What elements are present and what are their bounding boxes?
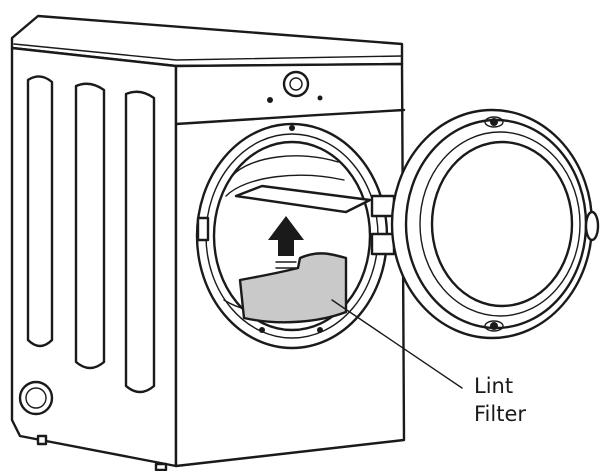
cabinet-side-panel	[10, 46, 178, 468]
up-arrow-icon	[268, 216, 304, 269]
lint-filter-leader-line	[331, 299, 463, 389]
foot-center	[154, 462, 168, 471]
open-door	[390, 108, 600, 340]
cabinet-top-edge	[13, 43, 403, 61]
lint-filter-label: Lint Filter	[474, 372, 584, 428]
control-knob	[267, 70, 323, 103]
lint-trap-shelf	[234, 184, 372, 214]
lint-filter-label-line2: Filter	[474, 402, 527, 426]
control-panel-divider	[174, 108, 406, 126]
lint-filter-label-line1: Lint	[474, 374, 514, 398]
side-round-port	[18, 380, 54, 416]
side-vents	[26, 75, 156, 394]
foot-left	[36, 434, 48, 446]
cabinet-front-panel	[174, 62, 406, 468]
lint-filter	[238, 252, 348, 324]
